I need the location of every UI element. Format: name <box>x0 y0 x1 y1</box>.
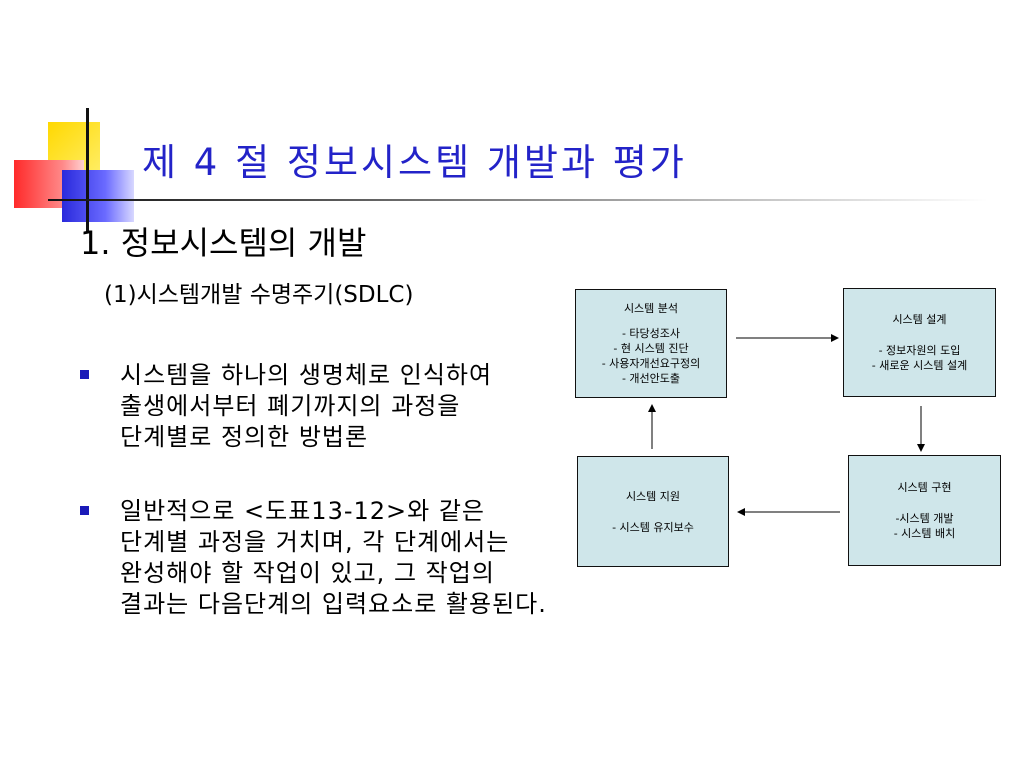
vertical-rule <box>86 108 89 232</box>
blue-square-decoration <box>62 170 134 222</box>
implementation-item: -시스템 개발 <box>895 512 954 525</box>
support-box: 시스템 지원 - 시스템 유지보수 <box>577 456 729 567</box>
bullet-square-icon <box>80 506 89 515</box>
analysis-box: 시스템 분석 - 타당성조사 - 현 시스템 진단 - 사용자개선요구정의 - … <box>575 289 727 398</box>
analysis-item: - 현 시스템 진단 <box>613 342 689 355</box>
design-title: 시스템 설계 <box>892 313 947 326</box>
bullet-square-icon <box>80 370 89 379</box>
support-title: 시스템 지원 <box>625 489 681 503</box>
slide-title: 제 4 절 정보시스템 개발과 평가 <box>142 141 687 184</box>
bullet-text: 일반적으로 <도표13-12>와 같은 단계별 과정을 거치며, 각 단계에서는… <box>120 497 547 618</box>
analysis-item: - 사용자개선요구정의 <box>601 357 701 370</box>
analysis-title: 시스템 분석 <box>623 302 679 315</box>
title-underline <box>48 199 988 201</box>
section-subheading: (1)시스템개발 수명주기(SDLC) <box>104 282 414 308</box>
implementation-item: - 시스템 배치 <box>893 527 956 540</box>
design-box: 시스템 설계 - 정보자원의 도입 - 새로운 시스템 설계 <box>843 288 996 397</box>
design-item: - 새로운 시스템 설계 <box>871 359 968 372</box>
design-item: - 정보자원의 도입 <box>878 344 961 357</box>
analysis-item: - 타당성조사 <box>621 327 681 340</box>
bullet-text: 시스템을 하나의 생명체로 인식하여 출생에서부터 폐기까지의 과정을 단계별로… <box>120 361 493 451</box>
implementation-title: 시스템 구현 <box>897 481 952 494</box>
section-heading: 1. 정보시스템의 개발 <box>80 224 367 262</box>
analysis-item: - 개선안도출 <box>621 372 681 385</box>
support-item: - 시스템 유지보수 <box>612 520 694 534</box>
implementation-box: 시스템 구현 -시스템 개발 - 시스템 배치 <box>848 455 1001 566</box>
